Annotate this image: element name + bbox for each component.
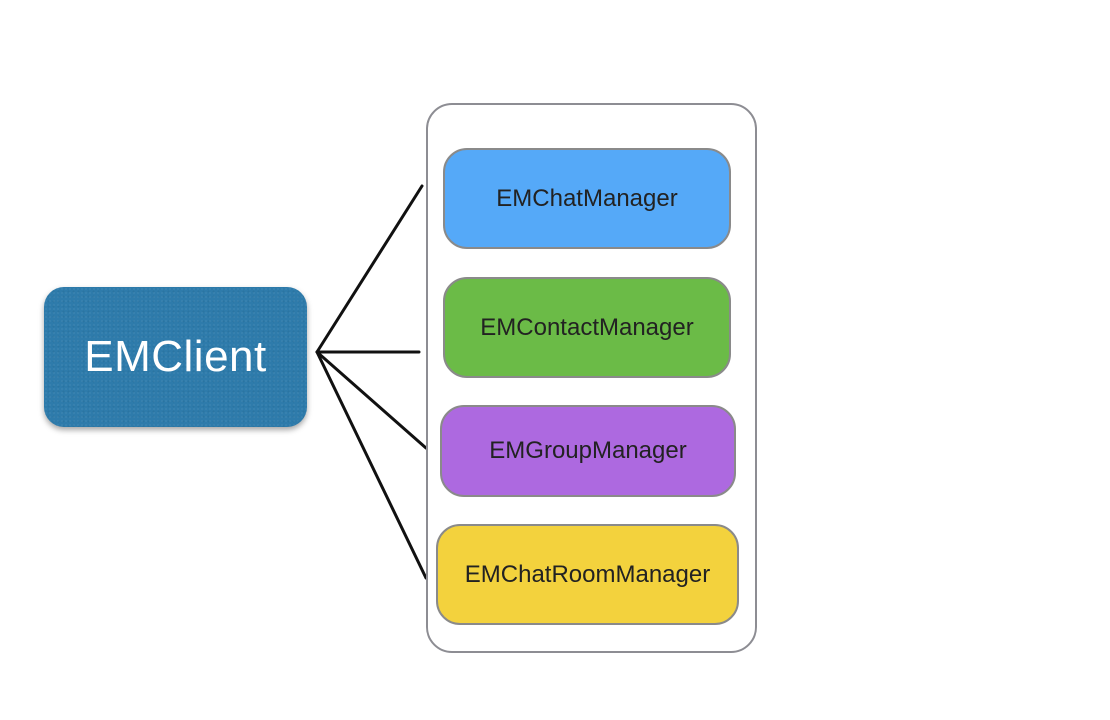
contact-manager-label: EMContactManager [480, 313, 694, 341]
connector-line-chatroom-manager [315, 350, 428, 580]
chat-manager-label: EMChatManager [496, 184, 678, 212]
chat-manager-node: EMChatManager [443, 148, 731, 249]
contact-manager-node: EMContactManager [443, 277, 731, 378]
group-manager-node: EMGroupManager [440, 405, 736, 497]
chatroom-manager-node: EMChatRoomManager [436, 524, 739, 625]
connector-line-group-manager [315, 350, 428, 450]
chatroom-manager-label: EMChatRoomManager [464, 560, 711, 588]
group-manager-label: EMGroupManager [489, 437, 687, 464]
emclient-label: EMClient [84, 332, 267, 381]
emclient-node: EMClient [44, 287, 307, 427]
connector-line-chat-manager [315, 184, 424, 354]
